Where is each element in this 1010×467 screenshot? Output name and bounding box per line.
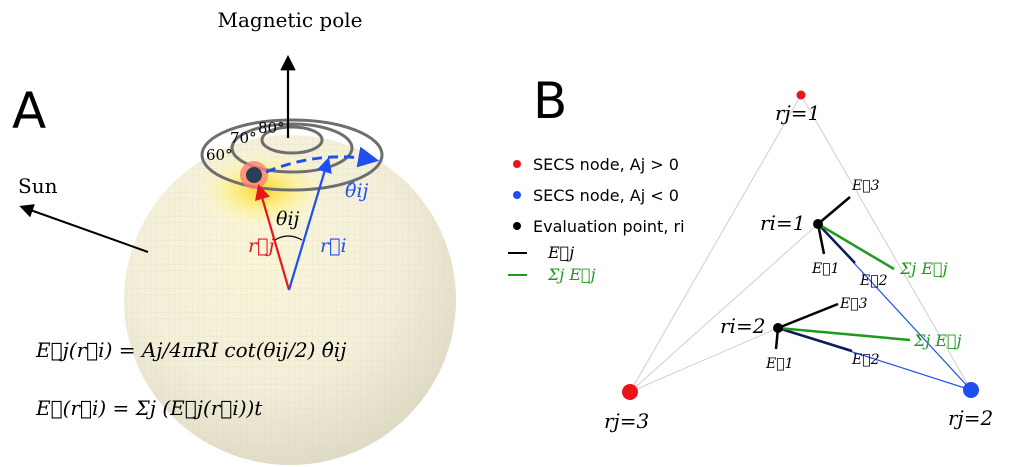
node-rj1 bbox=[796, 90, 806, 100]
vector-sum-ri1 bbox=[817, 222, 895, 271]
sphere-mesh bbox=[124, 135, 456, 465]
equation-e-total: E⃗(r⃗i) = Σj (E⃗j(r⃗i))t bbox=[35, 396, 263, 420]
panel-a: A 60° 70° 80° Magnetic pole Sun θij r⃗j … bbox=[12, 8, 456, 465]
vector-e3-ri2 bbox=[777, 302, 839, 330]
theta-hat-arc bbox=[265, 146, 380, 174]
label-ri2: ri=2 bbox=[720, 314, 765, 338]
legend-marker-negative bbox=[513, 191, 521, 199]
theta-label: θij bbox=[276, 208, 300, 230]
latitude-rings bbox=[200, 118, 384, 192]
label-e1-ri2: E⃗1 bbox=[765, 356, 794, 372]
panel-b-letter: B bbox=[533, 72, 567, 130]
legend-label-negative: SECS node, Aj < 0 bbox=[533, 186, 679, 205]
link-rj1-rj3 bbox=[629, 94, 802, 393]
latitude-label-80: 80° bbox=[258, 119, 285, 137]
vector-rj bbox=[255, 184, 291, 291]
secs-node-core bbox=[246, 167, 262, 183]
vectors-ri1 bbox=[816, 196, 895, 271]
panel-a-letter: A bbox=[12, 82, 46, 140]
link-rj1-rj2 bbox=[800, 94, 972, 391]
label-rj1: rj=1 bbox=[775, 101, 820, 125]
label-e1-ri1: E⃗1 bbox=[811, 261, 840, 277]
label-e2-ri1: E⃗2 bbox=[859, 273, 888, 289]
sun-arrow bbox=[19, 204, 149, 253]
vector-e1-ri1 bbox=[816, 223, 826, 255]
ring-60 bbox=[200, 118, 384, 192]
ring-80 bbox=[260, 125, 324, 155]
magnetic-pole-label: Magnetic pole bbox=[218, 8, 363, 32]
vector-e2-ri1 bbox=[817, 223, 856, 264]
label-ri1: ri=1 bbox=[760, 211, 805, 235]
label-sum-ri1: Σj E⃗j bbox=[899, 259, 948, 278]
vectors-ri2 bbox=[774, 302, 911, 353]
vector-e2-ri2 bbox=[777, 326, 853, 353]
vector-sum-ri2 bbox=[777, 326, 911, 342]
latitude-label-60: 60° bbox=[206, 146, 233, 164]
ri-label: r⃗i bbox=[320, 235, 347, 257]
ring-70 bbox=[230, 122, 354, 174]
node-rj3 bbox=[622, 384, 638, 400]
legend-marker-positive bbox=[513, 160, 521, 168]
legend-label-evaluation: Evaluation point, ri bbox=[533, 217, 685, 236]
sun-label: Sun bbox=[18, 174, 58, 198]
node-rj2 bbox=[963, 382, 979, 398]
label-sum-ri2: Σj E⃗j bbox=[913, 331, 962, 350]
latitude-label-70: 70° bbox=[230, 129, 257, 147]
link-rj3-ri2 bbox=[629, 327, 779, 393]
panel-b: B SECS node, Aj > 0 SECS node, Aj < 0 Ev… bbox=[508, 72, 993, 433]
label-e3-ri2: E⃗3 bbox=[839, 296, 868, 312]
theta-arc bbox=[274, 235, 303, 241]
label-rj3: rj=3 bbox=[604, 409, 649, 433]
legend-label-positive: SECS node, Aj > 0 bbox=[533, 155, 679, 174]
equation-ej: E⃗j(r⃗i) = Aj/4πRI cot(θij/2) θ̂ij bbox=[35, 338, 346, 362]
link-rj3-ri1 bbox=[629, 223, 819, 393]
legend-label-ej: E⃗j bbox=[547, 243, 574, 262]
legend-marker-evaluation bbox=[513, 222, 521, 230]
rj-label: r⃗j bbox=[248, 235, 274, 257]
vector-ri bbox=[287, 157, 332, 291]
legend: SECS node, Aj > 0 SECS node, Aj < 0 Eval… bbox=[508, 155, 685, 284]
label-rj2: rj=2 bbox=[948, 406, 993, 430]
node-ri2 bbox=[773, 323, 783, 333]
label-e3-ri1: E⃗3 bbox=[851, 178, 880, 194]
node-ri1 bbox=[813, 219, 823, 229]
label-e2-ri2: E⃗2 bbox=[851, 352, 880, 368]
theta-hat-label: θ̂ij bbox=[345, 180, 369, 202]
vector-e3-ri1 bbox=[817, 196, 851, 225]
legend-label-sum: Σj E⃗j bbox=[547, 265, 596, 284]
